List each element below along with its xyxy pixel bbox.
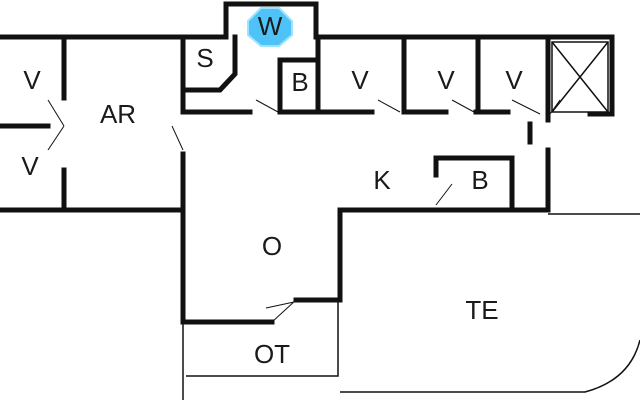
room-label-v-left-top: V (23, 65, 41, 95)
room-label-s: S (196, 43, 213, 73)
room-label-b-top: B (291, 67, 308, 97)
room-label-w: W (258, 11, 283, 41)
room-label-o: O (262, 231, 282, 261)
room-label-te: TE (465, 295, 498, 325)
room-label-v-left-bottom: V (21, 151, 39, 181)
terrace-outline (182, 213, 640, 400)
room-label-b-mid: B (471, 165, 488, 195)
w-marker: W (247, 7, 293, 47)
shaft (551, 41, 609, 113)
door-swings (47, 99, 561, 323)
room-labels: V V AR S B V V V K B O TE OT (21, 43, 523, 369)
room-label-ot: OT (254, 339, 290, 369)
room-label-v-1: V (351, 65, 369, 95)
room-label-v-2: V (437, 65, 455, 95)
room-label-v-3: V (505, 65, 523, 95)
room-label-k: K (373, 165, 391, 195)
room-label-ar: AR (100, 99, 136, 129)
walls (0, 1, 615, 325)
